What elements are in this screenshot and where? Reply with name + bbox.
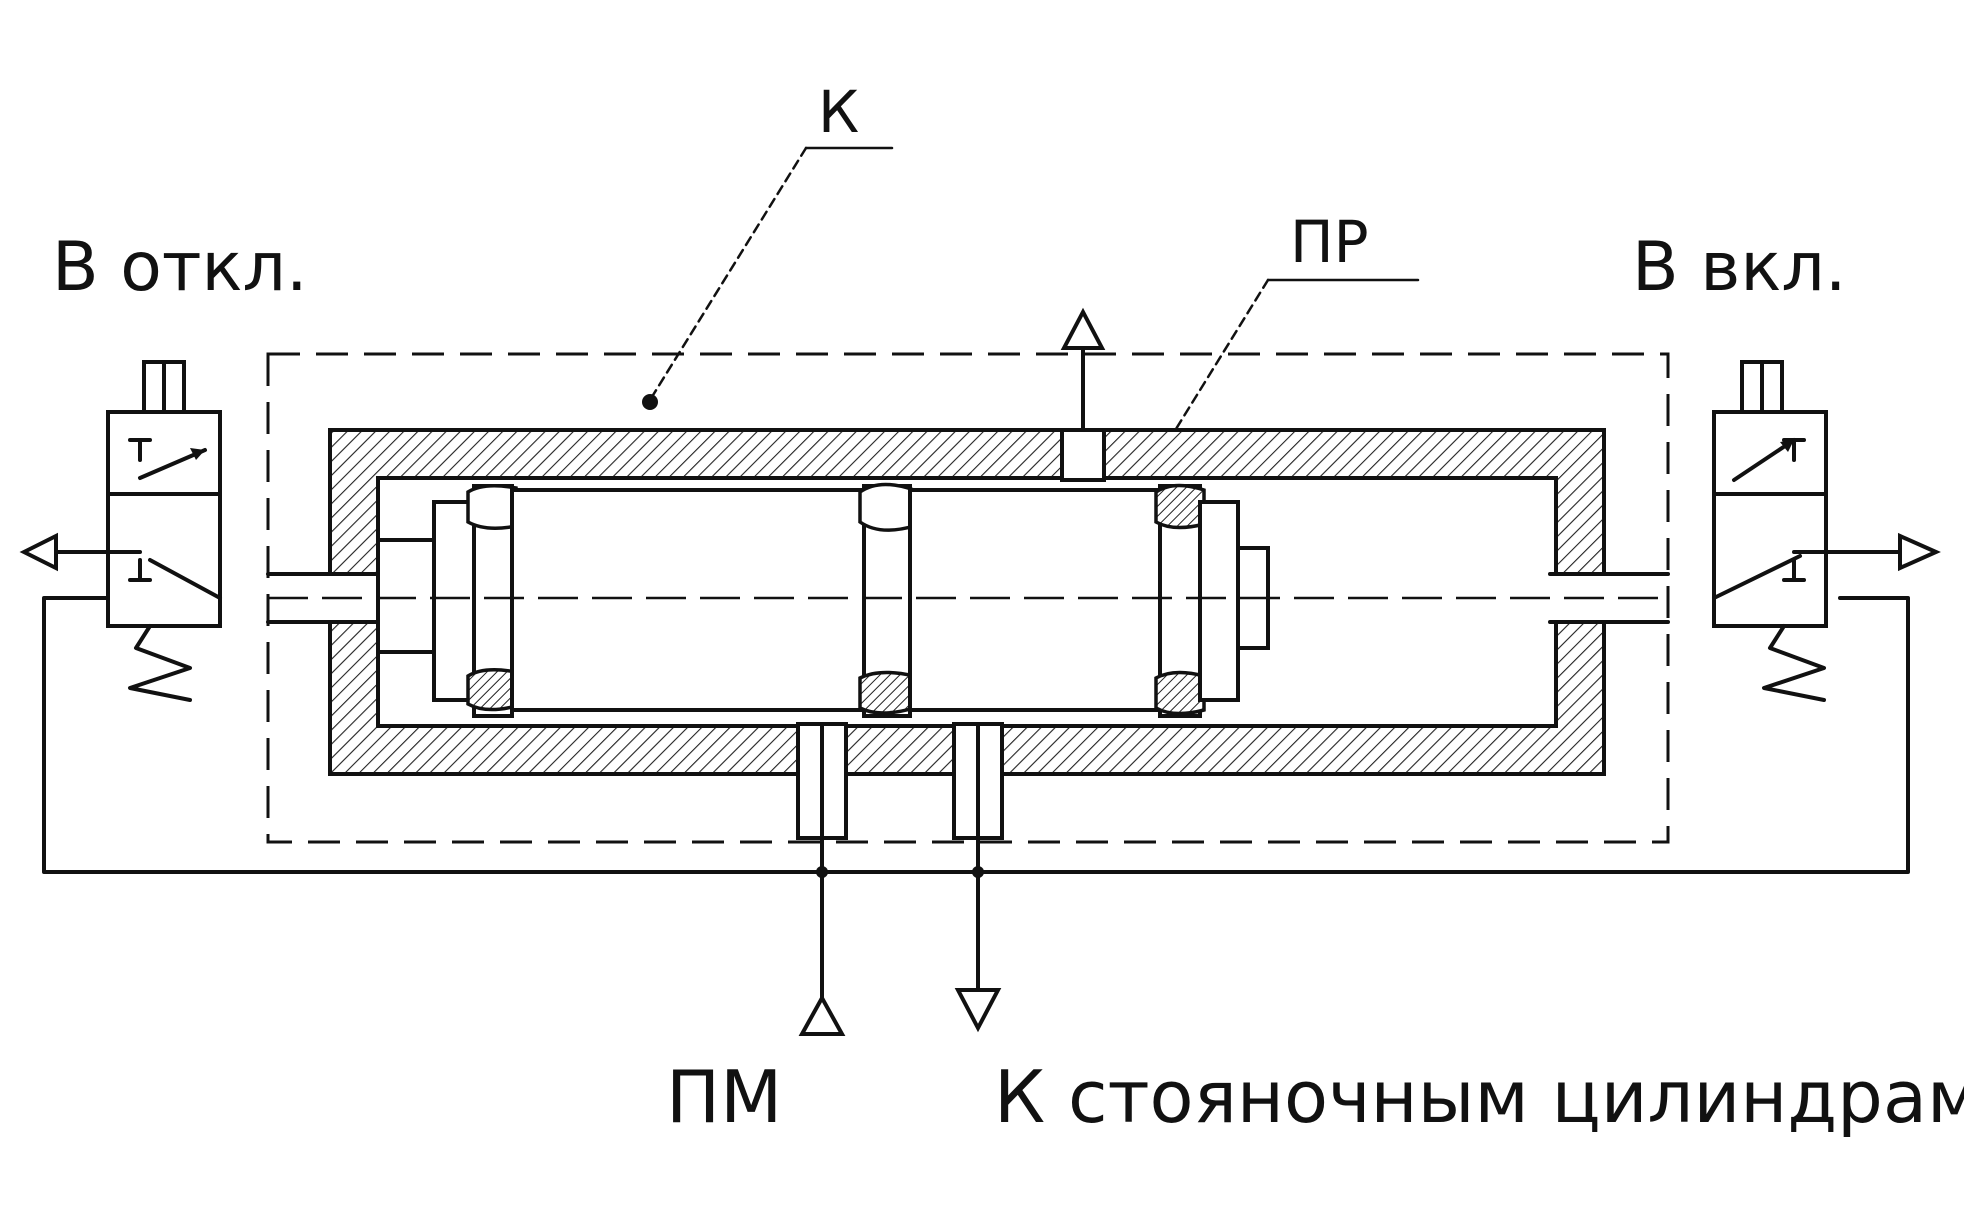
solenoid-valve-left (19, 360, 222, 702)
label-pr: ПР (1290, 208, 1369, 276)
leader-k (642, 146, 894, 410)
label-k-top: К (818, 78, 859, 146)
piston-assembly (376, 482, 1270, 718)
label-pm: ПМ (666, 1055, 782, 1139)
cylinder-outlet-line (954, 722, 1002, 1033)
label-k-cylinders: К стояночным цилиндрам (994, 1055, 1964, 1139)
pm-supply-line (798, 722, 846, 1036)
label-v-vkl: В вкл. (1632, 228, 1847, 307)
exhaust-arrow-top (1060, 307, 1106, 432)
label-v-otkl: В откл. (52, 228, 308, 307)
solenoid-valve-right (1712, 360, 1941, 702)
